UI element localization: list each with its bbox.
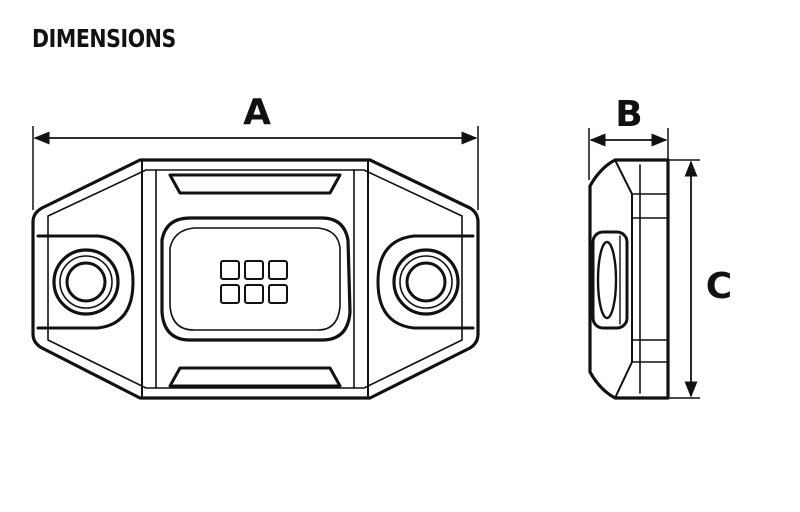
front-inner-outline bbox=[47, 169, 463, 389]
led-cell bbox=[244, 284, 264, 304]
front-outer-outline bbox=[31, 158, 480, 400]
dimension-c bbox=[668, 159, 700, 399]
front-view bbox=[31, 158, 480, 400]
side-mount-boss bbox=[591, 230, 629, 330]
dimension-c-label: C bbox=[706, 266, 732, 307]
led-cell bbox=[268, 260, 288, 280]
side-mount-hole bbox=[596, 240, 618, 320]
left-mount-hole bbox=[65, 261, 107, 303]
right-mount-tab bbox=[376, 234, 475, 330]
led-cell bbox=[268, 284, 288, 304]
right-mount-ring-outer bbox=[392, 248, 460, 316]
side-view bbox=[588, 158, 670, 400]
bottom-groove-bar bbox=[168, 366, 342, 388]
led-cell bbox=[220, 260, 240, 280]
right-mount-ring-mid bbox=[399, 255, 453, 309]
lens-frame-outer bbox=[160, 216, 352, 342]
side-chamfer-top bbox=[614, 159, 633, 399]
left-mount-ring-mid bbox=[59, 255, 113, 309]
top-groove-bar bbox=[168, 173, 342, 195]
led-cell bbox=[220, 284, 240, 304]
led-cell bbox=[244, 260, 264, 280]
dimension-b-label: B bbox=[615, 94, 642, 135]
dimension-a bbox=[32, 126, 479, 210]
lens-frame-inner bbox=[169, 227, 341, 331]
dimension-a-label: A bbox=[243, 92, 271, 133]
left-mount-ring-outer bbox=[52, 248, 120, 316]
left-mount-tab bbox=[36, 234, 135, 330]
dimension-b bbox=[588, 128, 669, 180]
page-title: DIMENSIONS bbox=[32, 24, 176, 53]
led-grid bbox=[220, 260, 288, 304]
right-mount-hole bbox=[405, 261, 447, 303]
